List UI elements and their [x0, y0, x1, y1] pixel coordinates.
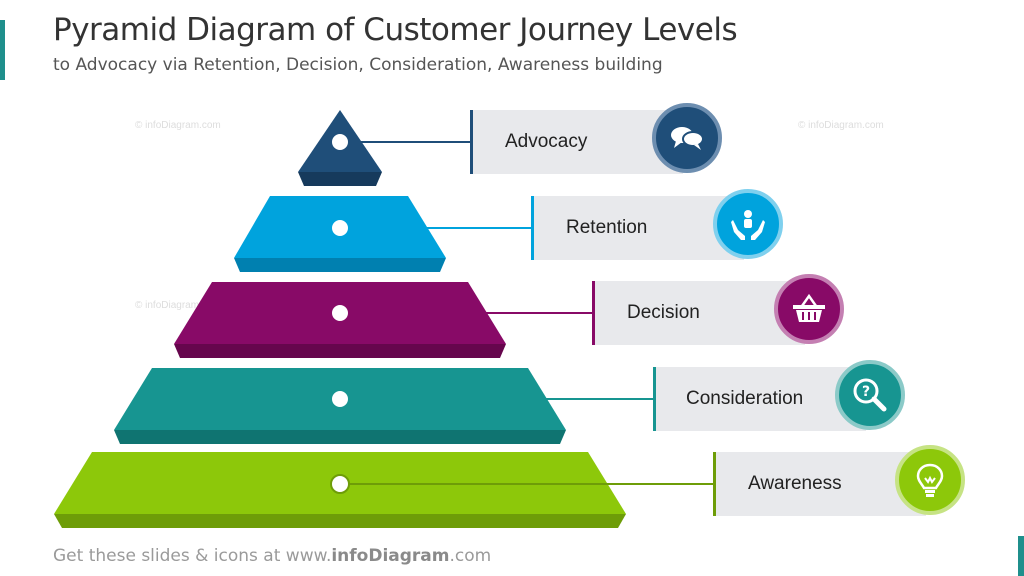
- level-dot: [330, 303, 350, 323]
- level-dot: [330, 218, 350, 238]
- label-rule: [531, 196, 534, 260]
- page-subtitle: to Advocacy via Retention, Decision, Con…: [53, 55, 663, 75]
- label-box-decision: Decision: [595, 281, 805, 345]
- accent-bar: [0, 20, 5, 80]
- label-rule: [592, 281, 595, 345]
- shopping-basket-icon: [774, 274, 844, 344]
- watermark: © infoDiagram.com: [135, 120, 221, 131]
- footer-credit[interactable]: Get these slides & icons at www.infoDiag…: [53, 546, 492, 566]
- accent-bar-right: [1018, 536, 1024, 576]
- label-rule: [713, 452, 716, 516]
- page-title: Pyramid Diagram of Customer Journey Leve…: [53, 12, 738, 48]
- hands-person-icon: [713, 189, 783, 259]
- level-label: Retention: [566, 217, 648, 238]
- label-box-advocacy: Advocacy: [473, 110, 683, 174]
- magnifier-question-icon: ?: [835, 360, 905, 430]
- level-dot: [330, 132, 350, 152]
- svg-text:?: ?: [862, 384, 870, 400]
- label-box-awareness: Awareness: [716, 452, 926, 516]
- level-label: Decision: [627, 302, 700, 323]
- level-label: Awareness: [748, 473, 842, 494]
- speech-bubbles-icon: [652, 103, 722, 173]
- level-label: Consideration: [686, 388, 804, 409]
- watermark: © infoDiagram.com: [135, 300, 221, 311]
- label-box-consideration: Consideration: [656, 367, 866, 431]
- watermark: © infoDiagram.com: [798, 120, 884, 131]
- level-dot: [330, 389, 350, 409]
- label-rule: [653, 367, 656, 431]
- label-rule: [470, 110, 473, 174]
- label-box-retention: Retention: [534, 196, 744, 260]
- level-label: Advocacy: [505, 131, 588, 152]
- level-dot: [330, 474, 350, 494]
- lightbulb-icon: [895, 445, 965, 515]
